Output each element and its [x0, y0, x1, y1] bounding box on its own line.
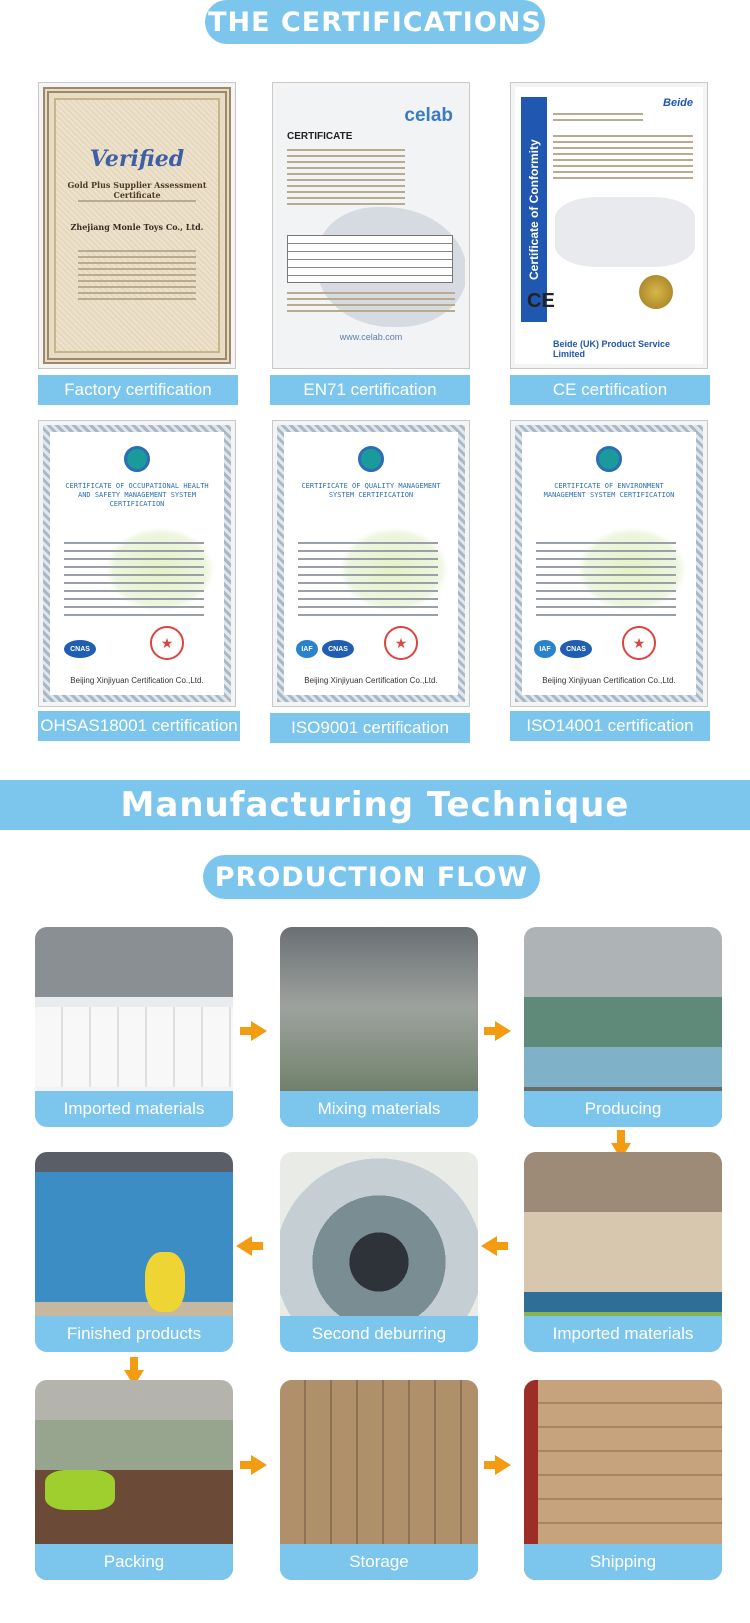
step-label: Imported materials: [35, 1091, 233, 1127]
certificate-footer: Beijing Xinjiyuan Certification Co.,Ltd.: [304, 676, 438, 685]
red-stamp-icon: ★: [384, 626, 418, 660]
beide-logo: Beide: [663, 97, 693, 109]
en71-certificate-image: celab CERTIFICATE www.celab.com: [272, 82, 470, 369]
step-mixing-materials: Mixing materials: [280, 927, 478, 1127]
certification-body-logo-icon: [596, 446, 622, 472]
cnas-badge: CNAS: [322, 640, 354, 658]
red-stamp-icon: ★: [622, 626, 656, 660]
arrow-right-icon: [251, 1021, 267, 1041]
arrow-left-icon: [481, 1236, 497, 1256]
cert-label-ce: CE certification: [510, 375, 710, 405]
certificate-heading: Gold Plus Supplier Assessment Certificat…: [67, 180, 207, 200]
step-label: Imported materials: [524, 1316, 722, 1352]
certifications-heading: THE CERTIFICATIONS: [205, 0, 545, 44]
iso9001-certificate-image: CERTIFICATE OF QUALITY MANAGEMENT SYSTEM…: [272, 420, 470, 707]
red-stamp-icon: ★: [150, 626, 184, 660]
step-label: Storage: [280, 1544, 478, 1580]
iaf-badge: IAF: [534, 640, 556, 658]
cert-label-iso14001: ISO14001 certification: [510, 711, 710, 741]
iaf-badge: IAF: [296, 640, 318, 658]
certificate-heading: CERTIFICATE OF QUALITY MANAGEMENT SYSTEM…: [301, 482, 441, 499]
arrow-right-icon: [495, 1021, 511, 1041]
ohsas18001-certificate-image: CERTIFICATE OF OCCUPATIONAL HEALTH AND S…: [38, 420, 236, 707]
celab-logo: celab: [404, 105, 453, 126]
step-imported-materials: Imported materials: [35, 927, 233, 1127]
certificate-heading: CERTIFICATE OF OCCUPATIONAL HEALTH AND S…: [65, 482, 209, 508]
ce-mark: CE: [527, 290, 555, 312]
step-label: Finished products: [35, 1316, 233, 1352]
certificate-heading: CERTIFICATE OF ENVIRONMENT MANAGEMENT SY…: [543, 482, 675, 499]
arrow-right-icon: [251, 1455, 267, 1475]
cnas-badge: CNAS: [64, 640, 96, 658]
step-label: Producing: [524, 1091, 722, 1127]
certification-body-logo-icon: [358, 446, 384, 472]
certification-body-logo-icon: [124, 446, 150, 472]
step-label: Packing: [35, 1544, 233, 1580]
step-label: Shipping: [524, 1544, 722, 1580]
cert-label-ohsas18001: OHSAS18001 certification: [38, 711, 240, 741]
cert-label-factory: Factory certification: [38, 375, 238, 405]
certificate-heading: CERTIFICATE: [287, 131, 353, 142]
step-second-deburring: Second deburring: [280, 1152, 478, 1352]
iso14001-certificate-image: CERTIFICATE OF ENVIRONMENT MANAGEMENT SY…: [510, 420, 708, 707]
factory-certificate-image: Verified Gold Plus Supplier Assessment C…: [38, 82, 236, 369]
gold-seal-icon: [639, 275, 673, 309]
arrow-right-icon: [495, 1455, 511, 1475]
arrow-left-icon: [236, 1236, 252, 1256]
manufacturing-technique-banner: Manufacturing Technique: [0, 780, 750, 830]
certificate-footer: Beijing Xinjiyuan Certification Co.,Ltd.: [70, 676, 204, 685]
certificate-footer: Beijing Xinjiyuan Certification Co.,Ltd.: [542, 676, 676, 685]
step-imported-materials-2: Imported materials: [524, 1152, 722, 1352]
cnas-badge: CNAS: [560, 640, 592, 658]
cert-label-en71: EN71 certification: [270, 375, 470, 405]
ce-certificate-image: Certificate of Conformity Beide CE Beide…: [510, 82, 708, 369]
step-storage: Storage: [280, 1380, 478, 1580]
step-packing: Packing: [35, 1380, 233, 1580]
certificate-company: Zhejiang Monle Toys Co., Ltd.: [70, 222, 204, 232]
step-label: Mixing materials: [280, 1091, 478, 1127]
certificate-footer: Beide (UK) Product Service Limited: [553, 339, 671, 359]
verified-logo: Verified: [89, 146, 185, 172]
step-label: Second deburring: [280, 1316, 478, 1352]
production-flow-heading: PRODUCTION FLOW: [203, 855, 540, 899]
cert-label-iso9001: ISO9001 certification: [270, 713, 470, 743]
step-shipping: Shipping: [524, 1380, 722, 1580]
step-producing: Producing: [524, 927, 722, 1127]
certificate-side-title: Certificate of Conformity: [521, 97, 547, 322]
certificate-footer: www.celab.com: [339, 332, 403, 342]
step-finished-products: Finished products: [35, 1152, 233, 1352]
